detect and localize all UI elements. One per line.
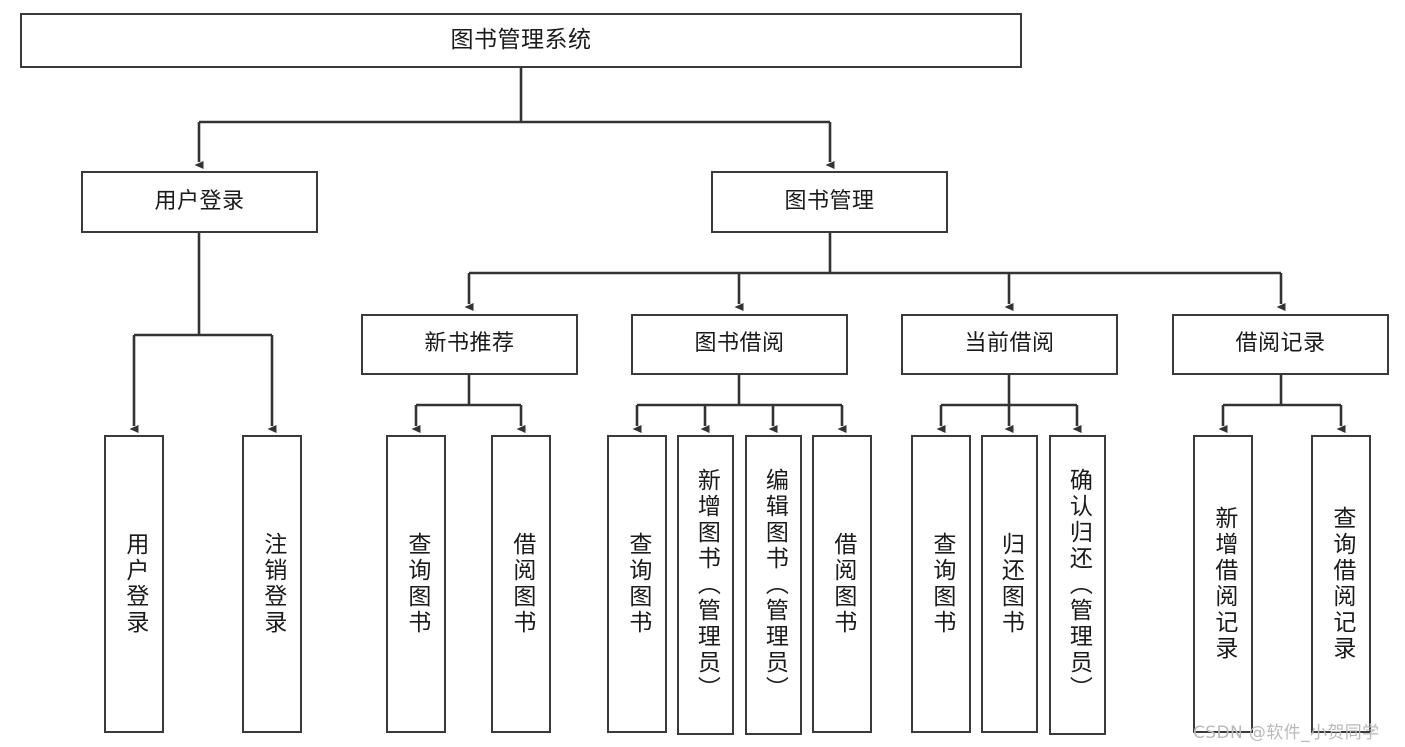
node-current-borrow-label: 当前借阅 — [964, 331, 1055, 357]
node-leaf-edit-book-admin-label: 编辑图书（管理员） — [761, 468, 788, 702]
node-leaf-confirm-return-admin[interactable]: 确认归还（管理员） — [1049, 435, 1106, 735]
node-leaf-query-book-current[interactable]: 查询图书 — [911, 435, 971, 733]
node-book-management[interactable]: 图书管理 — [711, 171, 948, 233]
node-leaf-add-book-admin[interactable]: 新增图书（管理员） — [677, 435, 734, 735]
node-leaf-borrow-book[interactable]: 借阅图书 — [812, 435, 872, 733]
node-leaf-query-borrow-record-label: 查询借阅记录 — [1328, 506, 1355, 662]
node-leaf-borrow-book-recommend-label: 借阅图书 — [508, 532, 535, 636]
node-leaf-return-book-label: 归还图书 — [997, 532, 1024, 636]
node-leaf-query-book-borrow[interactable]: 查询图书 — [607, 435, 667, 733]
node-leaf-query-borrow-record[interactable]: 查询借阅记录 — [1311, 435, 1371, 733]
node-leaf-logout[interactable]: 注销登录 — [242, 435, 302, 733]
node-book-borrow[interactable]: 图书借阅 — [631, 314, 848, 375]
node-leaf-confirm-return-admin-label: 确认归还（管理员） — [1065, 468, 1092, 702]
node-leaf-logout-label: 注销登录 — [259, 532, 286, 636]
node-new-book-recommend-label: 新书推荐 — [424, 331, 515, 357]
node-borrow-record-label: 借阅记录 — [1235, 331, 1326, 357]
node-new-book-recommend[interactable]: 新书推荐 — [361, 314, 578, 375]
node-root-system-label: 图书管理系统 — [450, 26, 592, 53]
node-leaf-user-login-label: 用户登录 — [121, 532, 148, 636]
node-leaf-borrow-book-recommend[interactable]: 借阅图书 — [491, 435, 551, 733]
node-leaf-query-book-borrow-label: 查询图书 — [624, 532, 651, 636]
node-current-borrow[interactable]: 当前借阅 — [901, 314, 1118, 375]
node-leaf-borrow-book-label: 借阅图书 — [829, 532, 856, 636]
node-leaf-query-book-current-label: 查询图书 — [928, 532, 955, 636]
node-leaf-add-borrow-record-label: 新增借阅记录 — [1210, 506, 1237, 662]
node-leaf-add-book-admin-label: 新增图书（管理员） — [693, 468, 720, 702]
csdn-watermark: CSDN @软件_小贺同学 — [1193, 723, 1380, 743]
node-book-borrow-label: 图书借阅 — [694, 331, 785, 357]
node-leaf-user-login[interactable]: 用户登录 — [104, 435, 164, 733]
node-leaf-edit-book-admin[interactable]: 编辑图书（管理员） — [745, 435, 802, 735]
node-leaf-add-borrow-record[interactable]: 新增借阅记录 — [1193, 435, 1253, 733]
node-leaf-return-book[interactable]: 归还图书 — [981, 435, 1038, 733]
node-user-login-label: 用户登录 — [154, 188, 245, 214]
node-leaf-query-book-recommend-label: 查询图书 — [403, 532, 430, 636]
node-root-system[interactable]: 图书管理系统 — [20, 13, 1022, 68]
node-borrow-record[interactable]: 借阅记录 — [1172, 314, 1389, 375]
node-user-login[interactable]: 用户登录 — [81, 171, 318, 233]
node-leaf-query-book-recommend[interactable]: 查询图书 — [386, 435, 446, 733]
node-book-management-label: 图书管理 — [784, 188, 875, 214]
